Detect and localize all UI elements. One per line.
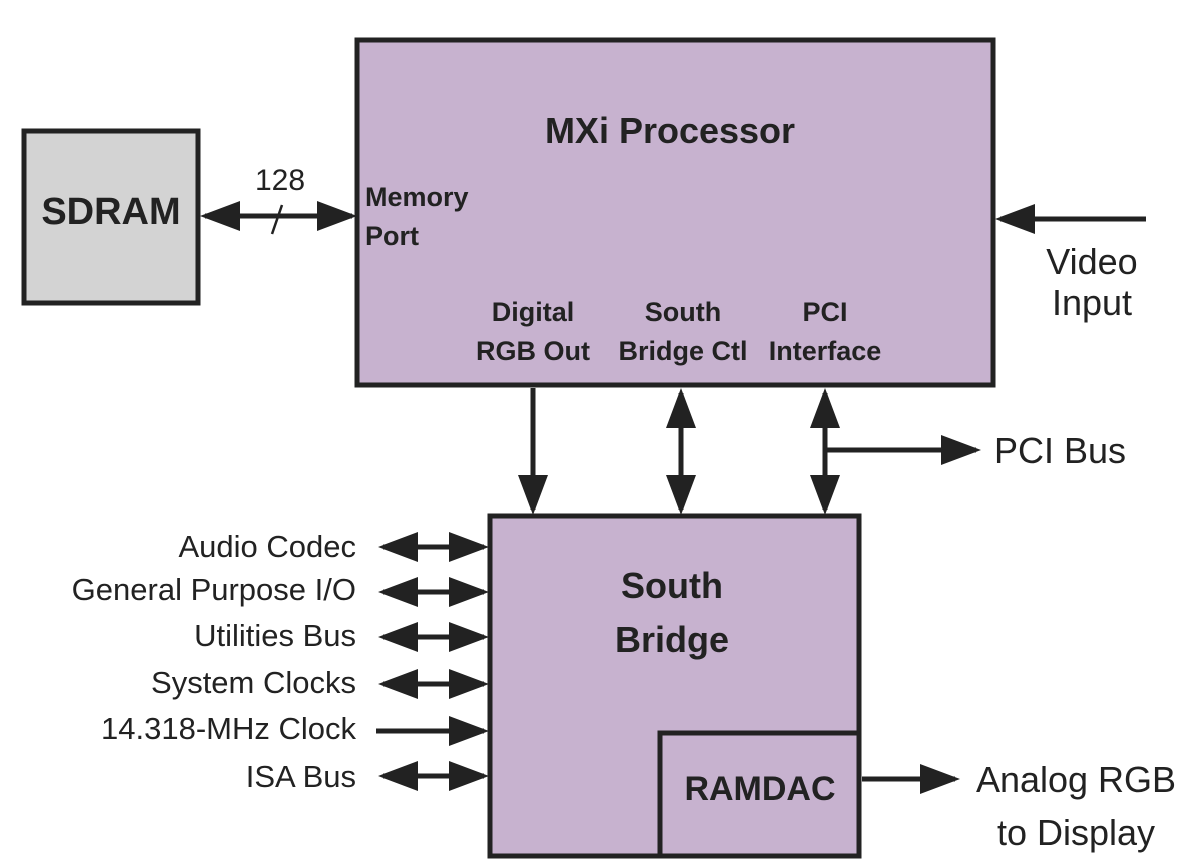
digital-rgb-out-label-line1: Digital bbox=[492, 297, 575, 327]
system-clocks-label: System Clocks bbox=[151, 665, 356, 700]
memory-port-label-line2: Port bbox=[365, 221, 419, 251]
south-bridge-ctl-label-line2: Bridge Ctl bbox=[618, 336, 747, 366]
pci-interface-label-line2: Interface bbox=[769, 336, 882, 366]
sdram-label: SDRAM bbox=[41, 191, 180, 233]
pci-interface-label-line1: PCI bbox=[802, 297, 847, 327]
sdram-block bbox=[21, 128, 201, 306]
gpio-label: General Purpose I/O bbox=[72, 572, 356, 607]
bus-width-slash bbox=[270, 204, 284, 235]
video-input-label-line1: Video bbox=[1046, 241, 1137, 282]
ramdac-label: RAMDAC bbox=[684, 770, 835, 808]
ramdac-block bbox=[657, 730, 862, 859]
digital-rgb-out-label-line2: RGB Out bbox=[476, 336, 590, 366]
pci-bus-label: PCI Bus bbox=[994, 430, 1126, 471]
analog-rgb-label-line2: to Display bbox=[997, 812, 1155, 853]
bus-width-label: 128 bbox=[255, 164, 305, 197]
processor-title: MXi Processor bbox=[545, 110, 795, 151]
south-bridge-title-line2: Bridge bbox=[615, 619, 729, 660]
mxi-processor-block bbox=[354, 37, 996, 388]
utilities-bus-label: Utilities Bus bbox=[194, 618, 356, 653]
clock-14318-label: 14.318-MHz Clock bbox=[101, 711, 356, 746]
south-bridge-title-line1: South bbox=[621, 565, 723, 606]
video-input-label-line2: Input bbox=[1052, 282, 1132, 323]
isa-bus-label: ISA Bus bbox=[246, 759, 356, 794]
south-bridge-ctl-label-line1: South bbox=[645, 297, 721, 327]
audio-codec-label: Audio Codec bbox=[178, 529, 356, 564]
memory-port-label-line1: Memory bbox=[365, 182, 469, 212]
analog-rgb-label-line1: Analog RGB bbox=[976, 759, 1176, 800]
